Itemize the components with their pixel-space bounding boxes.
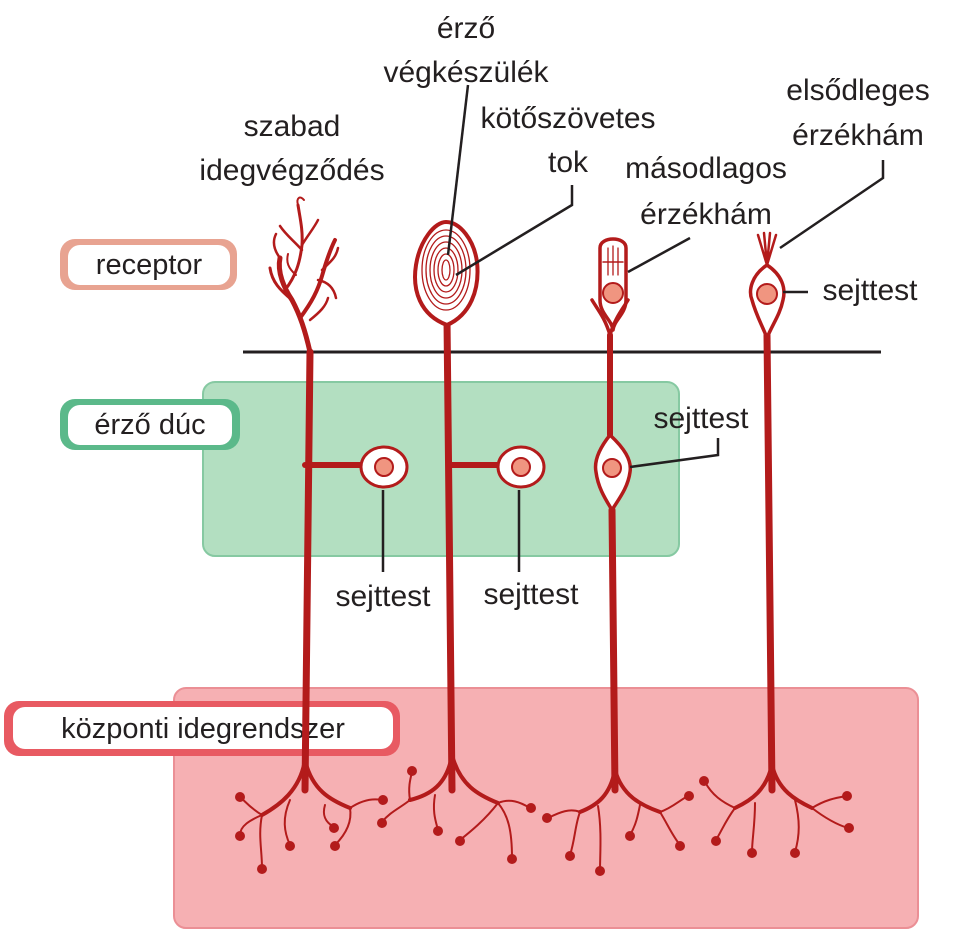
ganglion-zone: [202, 381, 680, 557]
leader-sensory-corpuscle: [446, 84, 470, 256]
label-cell-body-primary: sejttest: [822, 274, 918, 307]
label-capsule-2: tok: [548, 146, 589, 179]
leader-primary-epithelium: [779, 160, 885, 250]
label-primary-epithelium-2: érzékhám: [792, 119, 924, 152]
ganglion-tag-label: érző dúc: [94, 409, 205, 441]
label-cell-body-secondary: sejttest: [653, 402, 749, 435]
receptor-tag-label: receptor: [96, 249, 203, 281]
neuron-2-terminal-dots: [377, 766, 536, 864]
neuron-4-terminal-dots: [699, 776, 854, 858]
label-primary-epithelium-1: elsődleges: [786, 74, 929, 107]
cns-tag: központi idegrendszer: [4, 701, 400, 756]
label-capsule-1: kötőszövetes: [480, 102, 655, 135]
label-cell-body-2: sejttest: [483, 578, 579, 611]
label-free-ending-2: idegvégződés: [199, 154, 384, 187]
leader-capsule: [455, 185, 574, 277]
neuron-corpuscle: [381, 220, 546, 859]
leader-secondary-epithelium: [627, 236, 691, 274]
label-sensory-corpuscle-2: végkészülék: [383, 56, 549, 89]
label-sensory-corpuscle-1: érző: [437, 12, 495, 45]
leader-cell-body-secondary: [629, 438, 720, 469]
neuron-primary: [704, 231, 849, 853]
label-secondary-epithelium-2: érzékhám: [640, 198, 772, 231]
cns-tag-label: központi idegrendszer: [61, 713, 345, 745]
neuron-3-terminal-dots: [542, 791, 694, 876]
receptor-tag: receptor: [60, 239, 237, 290]
ganglion-tag: érző dúc: [60, 399, 240, 450]
label-cell-body-1: sejttest: [335, 580, 431, 613]
neuron-free-ending: [239, 196, 409, 869]
label-secondary-epithelium-1: másodlagos: [625, 152, 787, 185]
neuron-1-terminal-dots: [235, 792, 388, 874]
label-free-ending-1: szabad: [244, 110, 341, 143]
